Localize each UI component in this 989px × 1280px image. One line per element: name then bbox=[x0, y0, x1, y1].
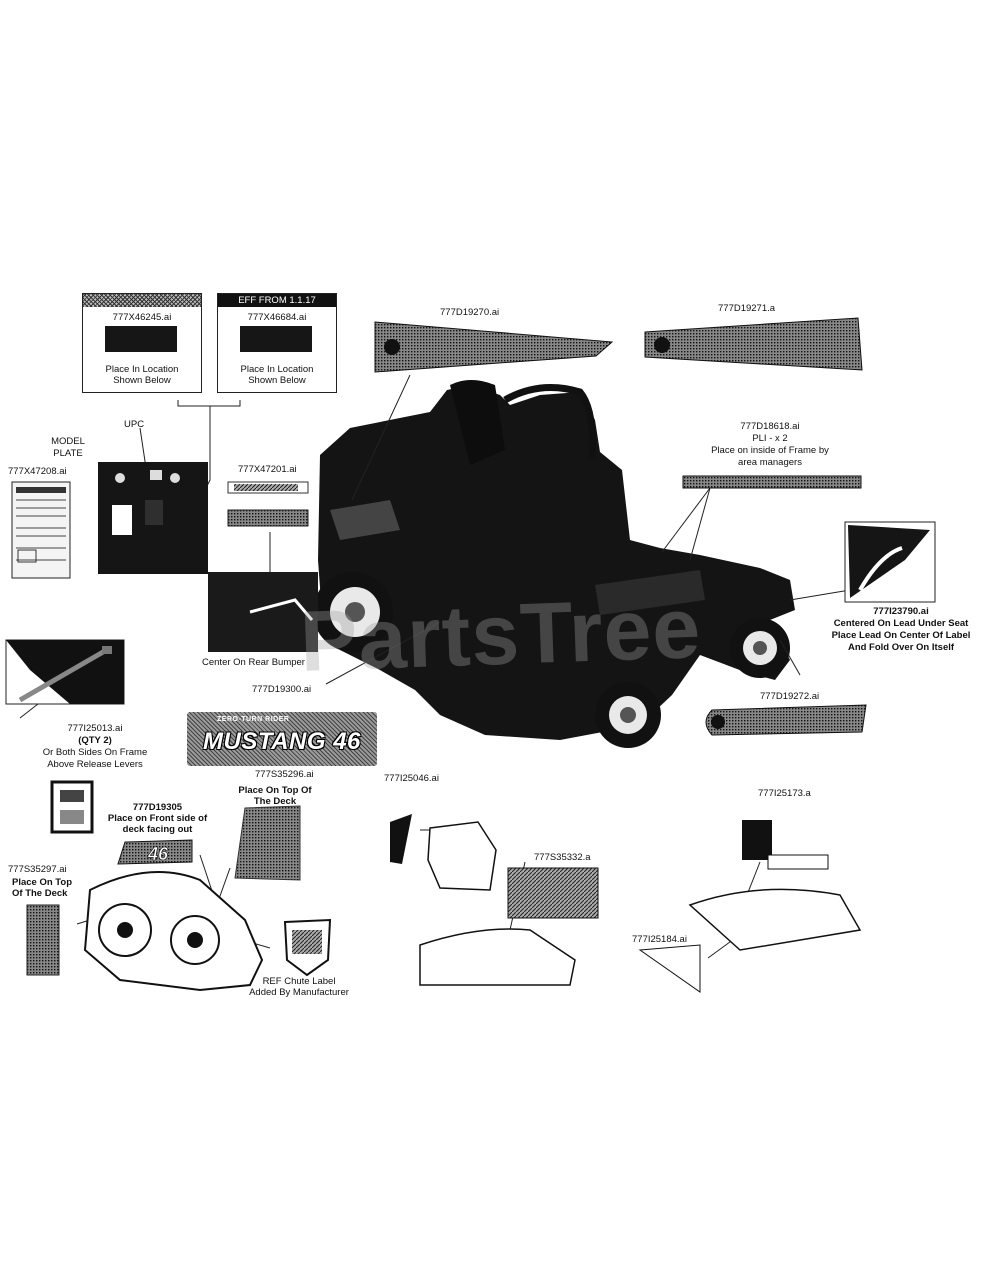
fender-detail bbox=[390, 814, 599, 986]
effective-date-header: EFF FROM 1.1.17 bbox=[218, 294, 336, 307]
label-box-header bbox=[83, 294, 201, 307]
decal-777D18618 bbox=[682, 475, 862, 489]
decal-777D19270 bbox=[374, 321, 614, 373]
release-lever-detail bbox=[5, 639, 125, 705]
decal-777S35297 bbox=[26, 904, 60, 976]
label-box-777X46245: 777X46245.ai Place In Location Shown Bel… bbox=[82, 293, 202, 393]
area-managers-note: area managers bbox=[738, 457, 802, 468]
pli-note: PLI - x 2 bbox=[752, 433, 788, 444]
seat-lead-note-line3: And Fold Over On Itself bbox=[847, 642, 955, 653]
model-plate-detail bbox=[98, 462, 208, 574]
label-box-777X46684: EFF FROM 1.1.17 777X46684.ai Place In Lo… bbox=[217, 293, 337, 393]
label-thumbnail bbox=[105, 326, 177, 352]
ref-chute-label-line2: Added By Manufacturer bbox=[249, 987, 349, 998]
model-plate-label-line2: PLATE bbox=[53, 448, 83, 459]
quantity-note: (QTY 2) bbox=[78, 735, 112, 746]
decal-777S35296 bbox=[234, 805, 301, 881]
chute-label-detail bbox=[283, 918, 332, 977]
part-number-777I23790: 777I23790.ai bbox=[873, 606, 929, 617]
mower-deck-illustration bbox=[83, 871, 264, 992]
part-number-777D19305: 777D19305 bbox=[132, 802, 183, 813]
rear-bumper-detail bbox=[208, 572, 318, 652]
seat-lead-note-line2: Place Lead On Center Of Label bbox=[831, 630, 971, 641]
decal-subtitle: ZERO-TURN RIDER bbox=[217, 716, 290, 723]
decal-777D19305: 46 bbox=[117, 839, 193, 865]
placement-note-line2: Shown Below bbox=[248, 375, 306, 386]
part-number-777I25184: 777I25184.ai bbox=[632, 934, 687, 945]
upc-label: UPC bbox=[124, 419, 145, 430]
label-thumbnail bbox=[240, 326, 312, 352]
part-number-777S35297: 777S35297.ai bbox=[8, 864, 67, 875]
seat-lead-note-line1: Centered On Lead Under Seat bbox=[833, 618, 969, 629]
svg-text:46: 46 bbox=[147, 844, 169, 864]
part-number-777I25013: 777I25013.ai bbox=[67, 723, 123, 734]
frame-sides-note: Or Both Sides On Frame bbox=[42, 747, 148, 758]
deck-top2-note-line2: Of The Deck bbox=[12, 888, 68, 899]
frame-placement-note: Place on inside of Frame by bbox=[711, 445, 829, 456]
mower-illustration bbox=[313, 380, 795, 748]
deck-top-note-line1: Place On Top Of bbox=[238, 785, 312, 796]
seat-lead-detail bbox=[844, 521, 936, 603]
part-number-777D19300: 777D19300.ai bbox=[252, 684, 312, 695]
part-number-777I25046: 777I25046.ai bbox=[384, 773, 439, 784]
part-number-777D19272: 777D19272.ai bbox=[760, 691, 820, 702]
rear-bumper-note: Center On Rear Bumper bbox=[202, 657, 305, 668]
decal-777D19272 bbox=[705, 704, 867, 736]
safety-card-detail bbox=[50, 780, 94, 834]
placement-note-line1: Place In Location bbox=[240, 364, 314, 375]
decal-777X47201 bbox=[227, 481, 309, 527]
part-number-777X46245: 777X46245.ai bbox=[112, 312, 172, 323]
part-number-777D18618: 777D18618.ai bbox=[740, 421, 800, 432]
decal-777D19271 bbox=[644, 317, 863, 371]
ref-chute-label-line1: REF Chute Label bbox=[262, 976, 336, 987]
release-levers-note: Above Release Levers bbox=[47, 759, 143, 770]
watermark: PartsTree bbox=[298, 580, 703, 690]
deck-front-note-line1: Place on Front side of bbox=[107, 813, 208, 824]
part-number-777X46684: 777X46684.ai bbox=[247, 312, 307, 323]
deck-top2-note-line1: Place On Top bbox=[12, 877, 73, 888]
part-number-777S35296: 777S35296.ai bbox=[255, 769, 314, 780]
placement-note-line1: Place In Location bbox=[105, 364, 179, 375]
part-number-777X47208: 777X47208.ai bbox=[8, 466, 67, 477]
part-number-777X47201: 777X47201.ai bbox=[238, 464, 297, 475]
part-number-777D19271: 777D19271.a bbox=[718, 303, 776, 314]
model-plate-label-line1: MODEL bbox=[51, 436, 85, 447]
part-number-777S35332: 777S35332.a bbox=[534, 852, 591, 863]
dashboard-detail bbox=[638, 820, 862, 993]
mustang-46-decal: ZERO-TURN RIDER MUSTANG 46 bbox=[187, 712, 377, 766]
placement-note-line2: Shown Below bbox=[113, 375, 171, 386]
part-number-777I25173: 777I25173.a bbox=[758, 788, 811, 799]
deck-top-note-line2: The Deck bbox=[253, 796, 297, 807]
label-777X47208-sheet bbox=[11, 481, 71, 579]
deck-front-note-line2: deck facing out bbox=[122, 824, 193, 835]
decal-model-name: MUSTANG 46 bbox=[203, 728, 361, 755]
part-number-777D19270: 777D19270.ai bbox=[440, 307, 500, 318]
